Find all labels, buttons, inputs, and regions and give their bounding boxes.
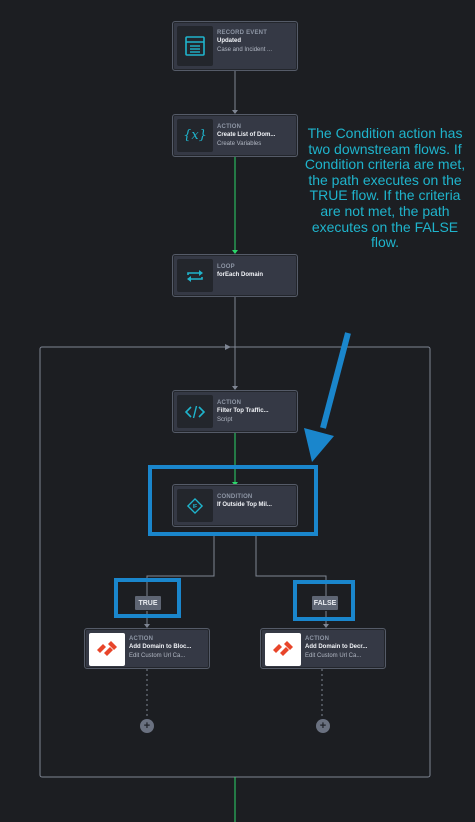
node-title: Updated — [217, 38, 241, 44]
node-subtitle: Edit Custom Url Ca... — [129, 653, 186, 659]
filter-script-node[interactable]: ACTION Filter Top Traffic... Script — [172, 390, 298, 433]
create-variables-node[interactable]: {x} ACTION Create List of Dom... Create … — [172, 114, 298, 157]
node-title: Add Domain to Bloc... — [129, 644, 192, 650]
true-branch-label[interactable]: TRUE — [135, 596, 161, 610]
condition-highlight-box — [148, 465, 318, 536]
node-type-label: ACTION — [129, 636, 154, 642]
node-type-label: ACTION — [217, 124, 242, 130]
connector-true-branch — [146, 533, 215, 596]
arrowhead — [144, 624, 150, 628]
node-title: Add Domain to Decr... — [305, 644, 368, 650]
node-type-label: CONDITION — [217, 494, 253, 500]
loop-icon — [177, 259, 213, 292]
node-title: Create List of Dom... — [217, 132, 276, 138]
false-highlight-box — [293, 580, 355, 621]
node-subtitle: Script — [217, 417, 233, 423]
variable-icon: {x} — [177, 119, 213, 152]
record-event-icon — [177, 26, 213, 66]
node-title: Filter Top Traffic... — [217, 408, 269, 414]
node-title: forEach Domain — [217, 272, 264, 278]
condition-diamond-icon: IF — [177, 489, 213, 522]
arrowhead — [225, 344, 231, 350]
node-subtitle: Create Variables — [217, 141, 262, 147]
arrowhead — [232, 250, 238, 254]
annotation-text: The Condition action has two downstream … — [304, 125, 466, 251]
arrowhead — [232, 386, 238, 390]
node-type-label: RECORD EVENT — [217, 30, 268, 36]
node-type-label: LOOP — [217, 264, 235, 270]
add-step-plus-icon[interactable]: + — [140, 719, 154, 733]
node-type-label: ACTION — [305, 636, 330, 642]
record-event-node[interactable]: RECORD EVENT Updated Case and Incident .… — [172, 21, 298, 71]
annotation-arrow-head — [304, 428, 334, 462]
palo-alto-logo-icon — [265, 633, 301, 666]
annotation-arrow-shaft — [320, 332, 351, 429]
node-subtitle: Edit Custom Url Ca... — [305, 653, 362, 659]
connector-false-branch — [255, 533, 327, 596]
add-domain-decrypt-node[interactable]: ACTION Add Domain to Decr... Edit Custom… — [260, 628, 386, 669]
palo-alto-logo-icon — [89, 633, 125, 666]
svg-text:IF: IF — [193, 504, 197, 510]
add-step-plus-icon[interactable]: + — [316, 719, 330, 733]
loop-node[interactable]: LOOP forEach Domain — [172, 254, 298, 297]
node-title: If Outside Top Mil... — [217, 502, 272, 508]
node-subtitle: Case and Incident ... — [217, 47, 273, 53]
code-icon — [177, 395, 213, 428]
node-type-label: ACTION — [217, 400, 242, 406]
arrowhead — [323, 624, 329, 628]
true-highlight-box — [114, 578, 181, 618]
add-domain-block-node[interactable]: ACTION Add Domain to Bloc... Edit Custom… — [84, 628, 210, 669]
condition-node[interactable]: IF CONDITION If Outside Top Mil... — [172, 484, 298, 527]
arrowhead — [232, 110, 238, 114]
false-branch-label[interactable]: FALSE — [312, 596, 338, 610]
